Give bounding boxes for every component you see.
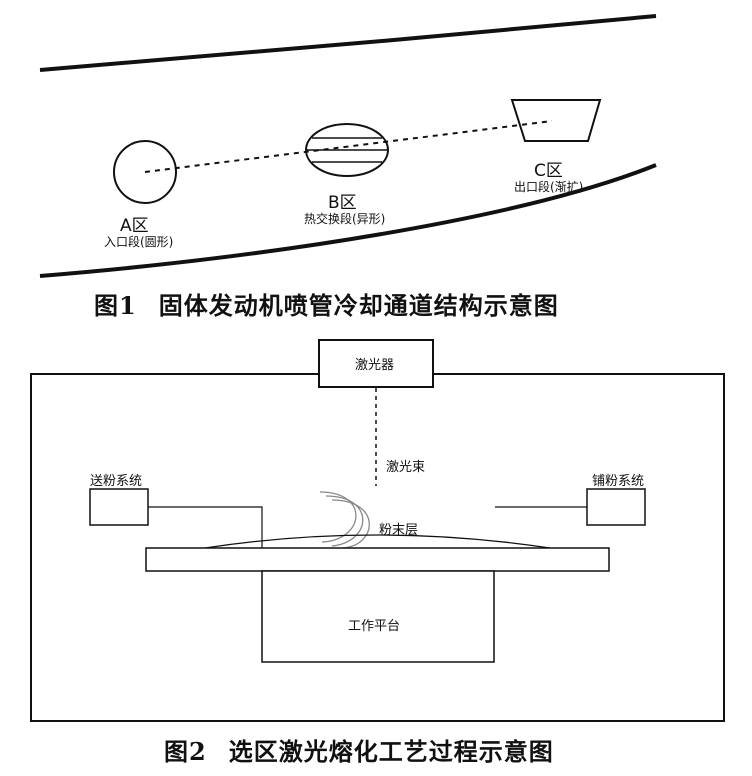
zone-b-profiled-section <box>305 123 389 177</box>
channel-centerline <box>144 120 553 173</box>
laser-box <box>318 339 434 388</box>
zone-c-subtitle: 出口段(渐扩) <box>514 180 584 194</box>
zone-c-title: C区 <box>534 161 563 181</box>
zone-a-subtitle: 入口段(圆形) <box>104 235 174 249</box>
powder-layer-label: 粉末层 <box>379 523 419 538</box>
powder-feed-label: 送粉系统 <box>90 474 143 489</box>
zone-b-title: B区 <box>328 193 357 213</box>
work-platform-box <box>261 570 495 663</box>
figure2-caption: 图2 选区激光熔化工艺过程示意图 <box>164 732 554 767</box>
figure1-caption: 图1 固体发动机喷管冷却通道结构示意图 <box>94 286 559 321</box>
nozzle-upper-wall <box>39 14 657 72</box>
figure1-caption-number: 图1 <box>94 291 137 320</box>
powder-feed-box <box>89 488 149 526</box>
powder-spread-box <box>586 488 646 526</box>
zone-b-subtitle: 热交换段(异形) <box>304 212 386 226</box>
powder-layer-curve <box>204 534 551 549</box>
build-plate <box>145 547 610 572</box>
figure1-caption-text: 固体发动机喷管冷却通道结构示意图 <box>158 292 559 320</box>
laser-label: 激光器 <box>355 358 395 373</box>
zone-a-circle-section <box>113 140 177 204</box>
powder-spread-label: 铺粉系统 <box>592 474 645 489</box>
zone-a-title: A区 <box>120 216 149 236</box>
melt-pool-arcs <box>319 491 370 549</box>
figure2-caption-number: 图2 <box>164 737 207 766</box>
work-platform-label: 工作平台 <box>348 619 401 634</box>
laser-beam-label: 激光束 <box>386 460 426 475</box>
zone-c-divergent-section <box>510 99 602 142</box>
nozzle-lower-wall <box>39 163 657 278</box>
powder-feed-line <box>148 506 263 548</box>
figure2-caption-text: 选区激光熔化工艺过程示意图 <box>228 738 554 766</box>
